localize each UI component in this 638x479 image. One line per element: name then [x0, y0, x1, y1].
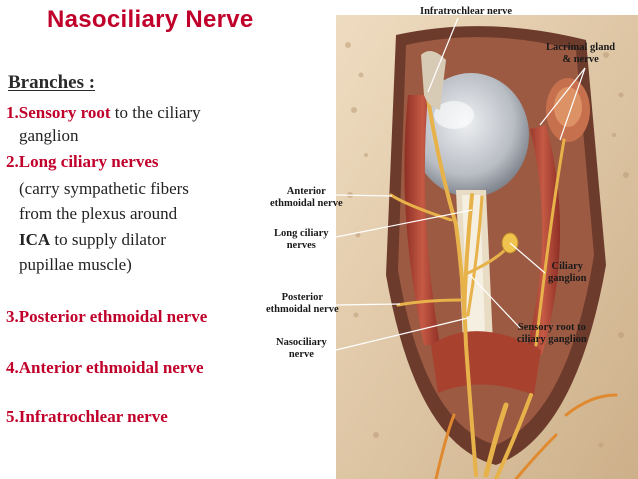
lateral-muscle [526, 125, 561, 355]
posterior-ethmoidal-branch [396, 298, 463, 307]
branch-item-2: 2.Long ciliary nerves [6, 151, 159, 172]
frontal-nerve-sheath [421, 51, 446, 110]
branch-item-1: 1.Sensory root to the ciliary [6, 102, 201, 123]
branch-number: 2. [6, 152, 19, 171]
lacrimal-nerve [534, 138, 566, 347]
branch-name: Sensory root [18, 103, 111, 122]
branch-item-3: 3.Posterior ethmoidal nerve [6, 306, 207, 327]
branch-name: Posterior ethmoidal nerve [18, 307, 208, 326]
branch-item-1-continued: ganglion [19, 126, 79, 145]
leader-lacrimal [539, 67, 586, 126]
branch-name: Anterior ethmoidal nerve [18, 358, 204, 377]
branch-number: 4. [6, 358, 19, 377]
branch-item-4: 4.Anterior ethmoidal nerve [6, 357, 204, 378]
leader-infratrochlear [427, 17, 459, 93]
label-sensory-root: Sensory root to ciliary ganglion [517, 322, 587, 345]
branch-text: to the ciliary [110, 103, 201, 122]
branch-2-desc-line-1: (carry sympathetic fibers [19, 179, 189, 198]
leader-ciliary-ganglion [509, 242, 546, 274]
ica-rest: to supply dilator [50, 230, 166, 249]
leader-sensory-root [469, 274, 521, 329]
label-anterior-ethmoidal-nerve: Anterior ethmoidal nerve [270, 186, 343, 209]
leader-nasociliary [335, 317, 469, 351]
branch-name: Long ciliary nerves [18, 152, 159, 171]
branch-2-desc-line-4: pupillae muscle) [19, 255, 132, 274]
anterior-ethmoidal-branch [389, 193, 453, 222]
bone-texture [345, 42, 629, 448]
label-ciliary-ganglion: Ciliary ganglion [548, 261, 587, 284]
leader-lacrimal-b [559, 67, 586, 141]
label-infratrochlear-nerve: Infratrochlear nerve [420, 6, 513, 17]
ica-abbreviation: ICA [19, 230, 51, 249]
orbit-dissection-illustration [336, 15, 638, 479]
vessels [434, 393, 618, 479]
label-nasociliary-nerve: Nasociliary nerve [276, 337, 327, 360]
branch-2-desc-line-3: ICA to supply dilator [19, 229, 166, 250]
nasociliary-trunk [454, 223, 478, 477]
branch-item-5: 5.Infratrochlear nerve [6, 406, 168, 427]
inferior-muscle [431, 331, 541, 395]
branch-number: 5. [6, 407, 19, 426]
branch-number: 3. [6, 307, 19, 326]
label-long-ciliary-nerves: Long ciliary nerves [274, 228, 329, 251]
label-lacrimal-gland: Lacrimal gland & nerve [546, 42, 616, 65]
branch-2-desc-line-2: from the plexus around [19, 204, 178, 223]
label-posterior-ethmoidal-nerve: Posterior ethmoidal nerve [266, 292, 339, 315]
page-title: Nasociliary Nerve [47, 6, 254, 33]
nerve-paths [389, 83, 566, 479]
branches-heading: Branches : [8, 72, 96, 93]
leader-long-ciliary [335, 209, 473, 238]
leader-anterior-ethmoidal [335, 194, 393, 197]
branch-number: 1. [6, 103, 19, 122]
long-ciliary-nerves [462, 193, 474, 317]
branch-name: Infratrochlear nerve [18, 407, 168, 426]
leader-posterior-ethmoidal [335, 303, 401, 306]
